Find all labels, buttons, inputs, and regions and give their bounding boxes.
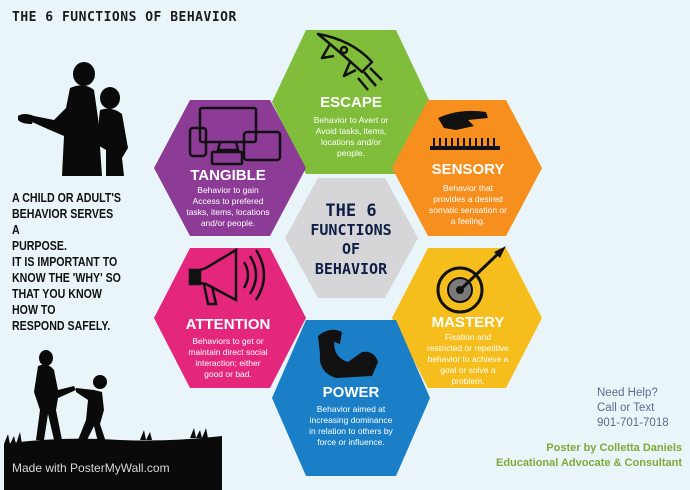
intro-line: THAT YOU KNOW HOW TO bbox=[12, 287, 102, 317]
escape-desc-line: Avoid tasks, items, bbox=[316, 126, 387, 136]
power-desc-line: increasing dominance bbox=[310, 415, 393, 425]
parent-child-play-silhouette bbox=[4, 350, 222, 490]
center-line: THE 6 bbox=[325, 201, 376, 221]
power-desc-line: force or influence. bbox=[317, 437, 385, 447]
attention-desc-line: good or bad. bbox=[204, 369, 252, 379]
intro-line: IT IS IMPORTANT TO bbox=[12, 255, 118, 269]
mastery-desc-line: Fixation and bbox=[445, 332, 492, 342]
mastery-hexagon: MASTERY Fixation and restricted or repet… bbox=[392, 246, 542, 388]
help-phone: 901-701-7018 bbox=[597, 417, 669, 429]
power-hexagon: POWER Behavior aimed at increasing domin… bbox=[272, 320, 430, 476]
devices-icon bbox=[188, 106, 282, 166]
mastery-desc-line: goal or solve a bbox=[440, 365, 496, 375]
attention-hexagon: ATTENTION Behaviors to get or maintain d… bbox=[154, 247, 306, 388]
credit-line: Poster by Colletta Daniels bbox=[546, 442, 682, 454]
intro-line: PURPOSE. bbox=[12, 239, 67, 253]
power-hex-shape bbox=[272, 320, 430, 476]
tangible-desc-line: Behavior to gain bbox=[197, 185, 259, 195]
sensory-desc-line: a feeling. bbox=[451, 216, 486, 226]
sensory-hexagon: SENSORY Behavior that provides a desired… bbox=[392, 100, 542, 236]
hand-icon bbox=[430, 110, 500, 150]
intro-line: KNOW THE 'WHY' SO bbox=[12, 271, 121, 285]
mastery-desc-line: restricted or repetitive bbox=[427, 343, 509, 353]
intro-line: BEHAVIOR SERVES A bbox=[12, 207, 114, 237]
tangible-desc-line: and/or people. bbox=[201, 218, 255, 228]
center-hexagon: THE 6 FUNCTIONS OF BEHAVIOR bbox=[285, 178, 418, 298]
escape-desc-line: people. bbox=[337, 148, 365, 158]
sensory-desc-line: somatic sensation or bbox=[429, 205, 507, 215]
escape-hexagon: ESCAPE Behavior to Avert or Avoid tasks,… bbox=[272, 30, 430, 174]
intro-line: RESPOND SAFELY. bbox=[12, 319, 111, 333]
attention-desc-line: maintain direct social bbox=[188, 347, 267, 357]
rocket-icon bbox=[316, 32, 383, 91]
poster-credit: Poster by Colletta Daniels Educational A… bbox=[496, 441, 682, 471]
tangible-hex-shape bbox=[154, 100, 306, 236]
attention-title: ATTENTION bbox=[186, 316, 271, 333]
watermark-text: Made with PosterMyWall.com bbox=[12, 461, 170, 475]
center-line: FUNCTIONS bbox=[310, 221, 391, 239]
mastery-desc-line: problem. bbox=[451, 376, 484, 386]
attention-desc-line: interaction; either bbox=[195, 358, 260, 368]
sensory-title: SENSORY bbox=[432, 161, 505, 178]
help-contact: Need Help? Call or Text 901-701-7018 bbox=[597, 386, 687, 431]
adult-child-silhouette bbox=[18, 62, 128, 176]
center-hex-shape bbox=[285, 178, 418, 298]
tangible-desc-line: Access to prefered bbox=[193, 196, 264, 206]
center-line: BEHAVIOR bbox=[315, 260, 388, 278]
power-title: POWER bbox=[323, 384, 380, 401]
power-desc-line: Behavior aimed at bbox=[317, 404, 386, 414]
megaphone-icon bbox=[188, 247, 266, 306]
mastery-title: MASTERY bbox=[432, 314, 505, 331]
tangible-desc-line: tasks, items, locations bbox=[186, 207, 269, 217]
target-icon bbox=[436, 246, 506, 314]
page-title: THE 6 FUNCTIONS OF BEHAVIOR bbox=[12, 10, 237, 25]
help-line: Need Help? bbox=[597, 387, 658, 399]
flexed-arm-icon bbox=[318, 329, 378, 378]
mastery-hex-shape bbox=[392, 248, 542, 388]
intro-text: A CHILD OR ADULT'S BEHAVIOR SERVES A PUR… bbox=[12, 190, 123, 334]
credit-line: Educational Advocate & Consultant bbox=[495, 457, 682, 469]
escape-title: ESCAPE bbox=[320, 94, 382, 111]
escape-desc-line: locations and/or bbox=[321, 137, 381, 147]
tangible-title: TANGIBLE bbox=[190, 167, 266, 184]
intro-line: A CHILD OR ADULT'S bbox=[12, 191, 121, 205]
center-line: OF bbox=[342, 240, 360, 258]
attention-desc-line: Behaviors to get or bbox=[192, 336, 264, 346]
sensory-desc-line: provides a desired bbox=[433, 194, 503, 204]
escape-desc-line: Behavior to Avert or bbox=[314, 115, 389, 125]
tangible-hexagon: TANGIBLE Behavior to gain Access to pref… bbox=[154, 100, 306, 236]
help-line: Call or Text bbox=[597, 402, 655, 414]
sensory-desc-line: Behavior that bbox=[443, 183, 494, 193]
sensory-hex-shape bbox=[392, 100, 542, 236]
mastery-desc-line: behavior to achieve a bbox=[428, 354, 509, 364]
power-desc-line: in relation to others by bbox=[309, 426, 393, 436]
escape-hex-shape bbox=[272, 30, 430, 174]
